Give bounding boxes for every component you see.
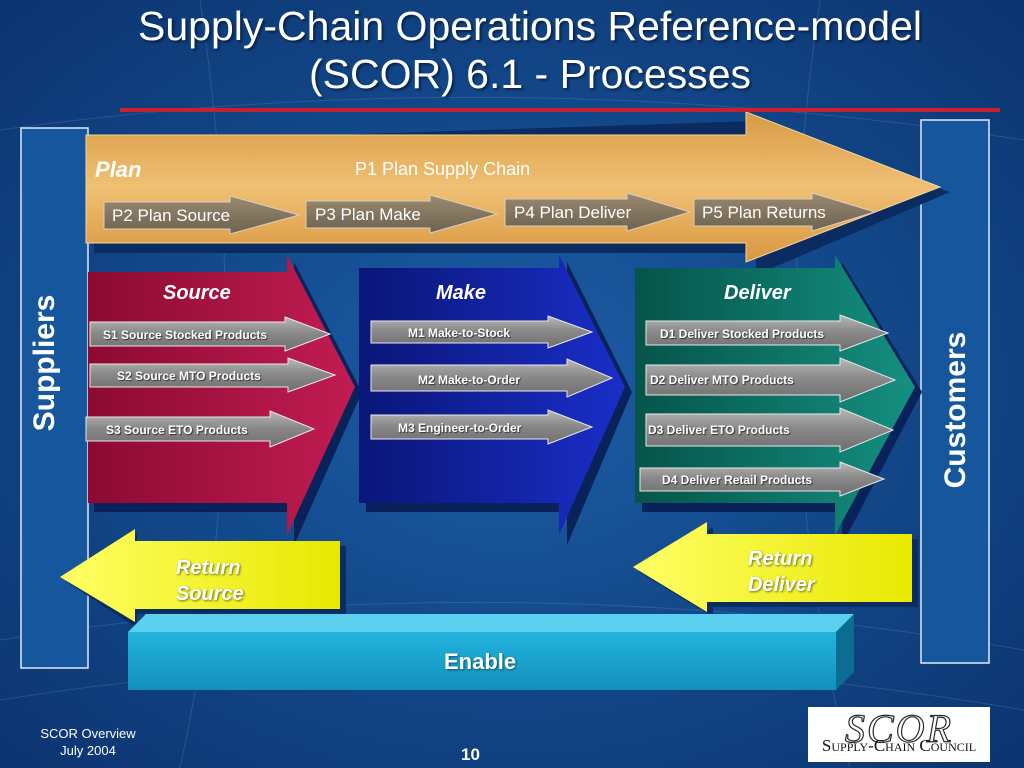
return-source-label: Return Source	[176, 555, 244, 607]
m1-label: M1 Make-to-Stock	[408, 326, 511, 340]
footer-line-2: July 2004	[60, 743, 116, 758]
make-block	[359, 255, 632, 545]
d4-label: D4 Deliver Retail Products	[662, 473, 813, 487]
return-deliver-arrow	[633, 522, 918, 617]
page-number: 10	[461, 745, 480, 764]
footer-text: SCOR Overview July 2004	[24, 725, 152, 759]
deliver-title: Deliver	[724, 282, 791, 304]
return-deliver-line-2: Deliver	[748, 574, 815, 596]
return-source-line-2: Source	[176, 583, 244, 605]
enable-bar	[128, 614, 854, 690]
title-underline	[120, 108, 1000, 112]
p5-label: P5 Plan Returns	[702, 203, 826, 222]
p3-label: P3 Plan Make	[315, 205, 421, 224]
footer-line-1: SCOR Overview	[40, 726, 136, 741]
return-deliver-label: Return Deliver	[748, 546, 815, 598]
d2-label: D2 Deliver MTO Products	[650, 373, 794, 387]
page-title: Supply-Chain Operations Reference-model …	[60, 2, 1000, 98]
m2-label: M2 Make-to-Order	[418, 373, 521, 387]
customers-label: Customers	[939, 331, 972, 489]
logo-council-text: Supply-Chain Council	[821, 736, 977, 755]
title-line-2: (SCOR) 6.1 - Processes	[309, 51, 751, 97]
p2-label: P2 Plan Source	[112, 206, 231, 225]
enable-label: Enable	[444, 649, 517, 674]
m3-label: M3 Engineer-to-Order	[398, 421, 522, 435]
plan-sub-arrows	[103, 192, 877, 235]
plan-arrow	[85, 111, 950, 275]
return-deliver-line-1: Return	[748, 548, 813, 570]
s2-label: S2 Source MTO Products	[117, 369, 261, 383]
p4-label: P4 Plan Deliver	[514, 203, 632, 222]
deliver-sub-arrows	[639, 314, 897, 497]
s1-label: S1 Source Stocked Products	[103, 328, 268, 342]
return-source-arrow	[60, 529, 346, 628]
p1-label: P1 Plan Supply Chain	[355, 159, 531, 179]
make-sub-arrows	[370, 315, 614, 445]
d1-label: D1 Deliver Stocked Products	[660, 327, 825, 341]
logo-scor-text: SCOR	[844, 706, 953, 751]
suppliers-label: Suppliers	[28, 294, 61, 432]
title-line-1: Supply-Chain Operations Reference-model	[138, 3, 922, 49]
plan-title: Plan	[95, 157, 142, 182]
make-title: Make	[436, 282, 487, 304]
source-sub-arrows	[85, 316, 337, 448]
return-source-line-1: Return	[176, 557, 241, 579]
scor-logo: SCOR Supply-Chain Council	[808, 707, 990, 762]
source-title: Source	[163, 282, 231, 304]
s3-label: S3 Source ETO Products	[106, 423, 248, 437]
d3-label: D3 Deliver ETO Products	[648, 423, 790, 437]
